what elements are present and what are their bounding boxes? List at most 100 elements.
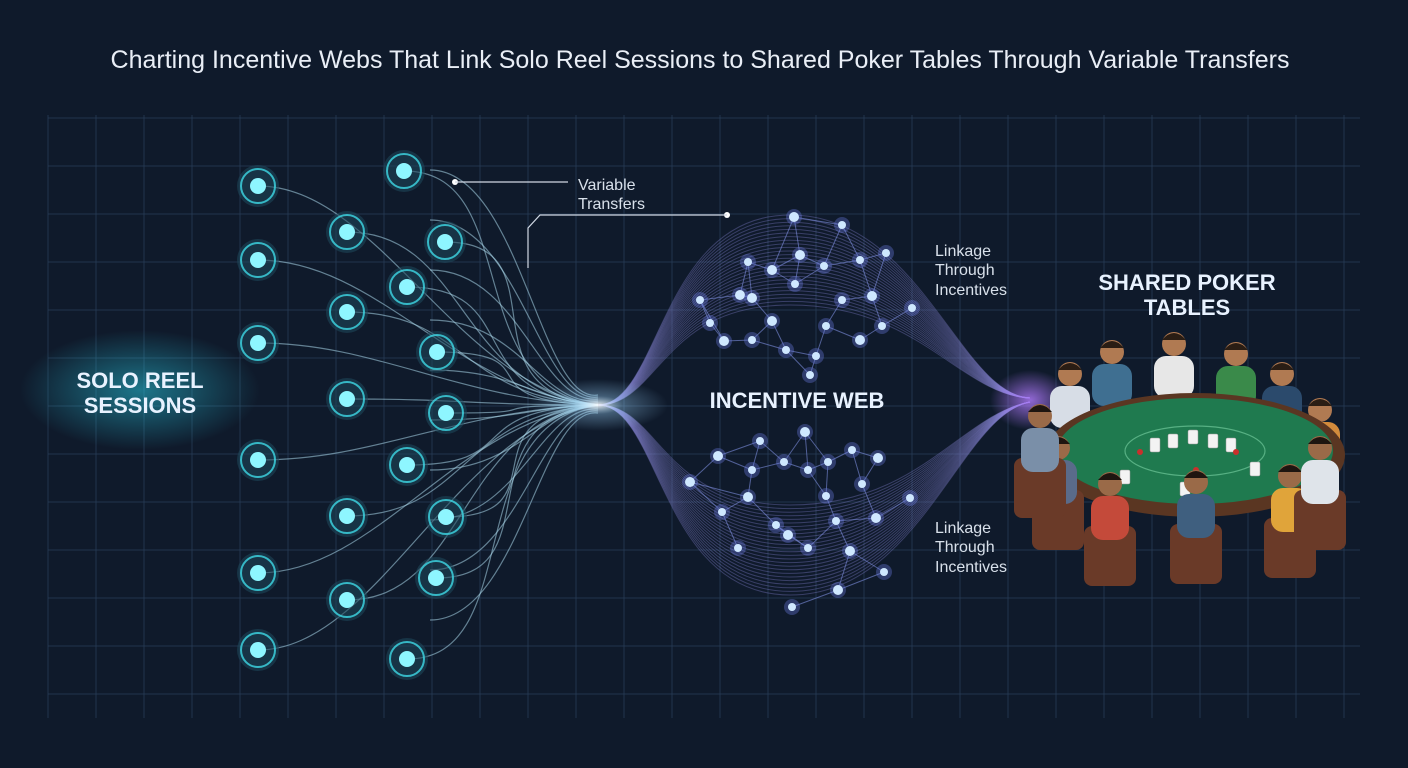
lower-web-edge (791, 589, 839, 608)
upper-web-edge (841, 224, 861, 261)
web-flow-line-lower (597, 401, 1031, 578)
playing-card (1207, 433, 1219, 449)
web-flow-line-lower (597, 401, 1031, 582)
lower-web-edge (751, 461, 785, 471)
upper-web-edge (859, 259, 873, 297)
upper-web-node (735, 290, 745, 300)
solo-node-core (250, 642, 266, 658)
lower-web-node (832, 517, 840, 525)
web-flow-line-upper (597, 250, 1031, 406)
upper-web-node (795, 250, 805, 260)
web-flow-line-lower (597, 401, 1031, 528)
lower-web-node (748, 466, 756, 474)
lower-web-node (718, 508, 726, 516)
lower-web-edge (783, 461, 809, 471)
player-torso (1092, 364, 1132, 406)
solo-node-core (339, 304, 355, 320)
poker-chip (1233, 449, 1239, 455)
transfer-flow-line (257, 404, 599, 574)
solo-node-ring (419, 334, 455, 370)
lower-web-node (734, 544, 742, 552)
lower-web-edge (689, 481, 723, 513)
web-flow-line-lower (597, 401, 1031, 589)
lower-web-edge (827, 449, 853, 463)
lower-web-node (824, 458, 832, 466)
linkage-bottom-line2: Through (935, 539, 995, 556)
web-flows (597, 214, 1031, 596)
solo-node-core (339, 391, 355, 407)
lower-web-edge (837, 571, 885, 591)
upper-web-edge (794, 265, 825, 285)
solo-node-core (339, 508, 355, 524)
web-flow-line-lower (597, 401, 1031, 592)
upper-web-node (782, 346, 790, 354)
lower-web-edge (807, 520, 837, 549)
chair-back (1014, 458, 1066, 518)
player-hair (1278, 465, 1302, 472)
lower-web-edge (825, 461, 829, 497)
transfer-flow-line (346, 231, 599, 406)
lower-web-node (906, 494, 914, 502)
web-flow-line-lower (597, 401, 1031, 574)
web-flow-line-upper (597, 243, 1031, 406)
web-flow-line-upper (597, 268, 1031, 406)
solo-node-ring (240, 442, 276, 478)
upper-web-node (806, 371, 814, 379)
web-flow-line-lower (597, 401, 1031, 510)
web-flow-line-upper (597, 228, 1031, 406)
player-hair (1308, 399, 1332, 406)
linkage-top-line3: Incentives (935, 282, 1007, 299)
solo-node-core (250, 178, 266, 194)
lower-web-edge (835, 520, 851, 552)
solo-node-core (428, 570, 444, 586)
lower-web-edge (875, 497, 911, 519)
solo-node-ring (240, 325, 276, 361)
lower-web-node (743, 492, 753, 502)
upper-web-edge (823, 259, 861, 267)
upper-web-node (856, 256, 864, 264)
player-torso (1154, 356, 1194, 398)
poker-label-line1: SHARED POKER (1098, 270, 1275, 295)
lower-web-edge (689, 455, 719, 483)
solo-label-line1: SOLO REEL (76, 368, 203, 393)
lower-web-node (880, 568, 888, 576)
solo-node-ring (428, 395, 464, 431)
upper-web-node (767, 265, 777, 275)
player-torso (1301, 460, 1339, 504)
web-flow-line-upper (597, 246, 1031, 406)
lower-web-node (804, 544, 812, 552)
upper-web-edge (771, 254, 801, 271)
solo-node-core (250, 252, 266, 268)
variable-label-line2: Transfers (578, 196, 645, 213)
solo-node-ring (386, 153, 422, 189)
lower-web-node (788, 603, 796, 611)
solo-node-core (438, 509, 454, 525)
variable-label-line1: Variable (578, 177, 636, 194)
web-flow-line-upper (597, 261, 1031, 406)
web-flow-line-upper (597, 279, 1031, 406)
solo-node-core (250, 335, 266, 351)
web-flow-line-upper (597, 297, 1031, 406)
upper-web-node (767, 316, 777, 326)
solo-node-ring (389, 269, 425, 305)
upper-web-edge (825, 325, 861, 341)
lower-web-edge (751, 440, 761, 471)
player-hair (1028, 405, 1052, 412)
chair-back (1084, 526, 1136, 586)
web-flow-line-upper (597, 257, 1031, 406)
upper-web-edge (815, 325, 827, 357)
solo-label-line2: SESSIONS (84, 393, 196, 418)
lower-web-edge (804, 431, 809, 471)
linkage-top-line2: Through (935, 262, 995, 279)
web-flow-line-lower (597, 401, 1031, 585)
solo-node-core (429, 344, 445, 360)
playing-card (1225, 437, 1237, 453)
web-flow-line-lower (597, 401, 1031, 571)
transfer-flow-line (429, 410, 599, 571)
web-flow-line-upper (597, 236, 1031, 406)
web-flow-line-lower (597, 401, 1031, 560)
upper-web-edge (771, 320, 787, 351)
upper-web-node (867, 291, 877, 301)
lower-web-edge (747, 496, 777, 526)
